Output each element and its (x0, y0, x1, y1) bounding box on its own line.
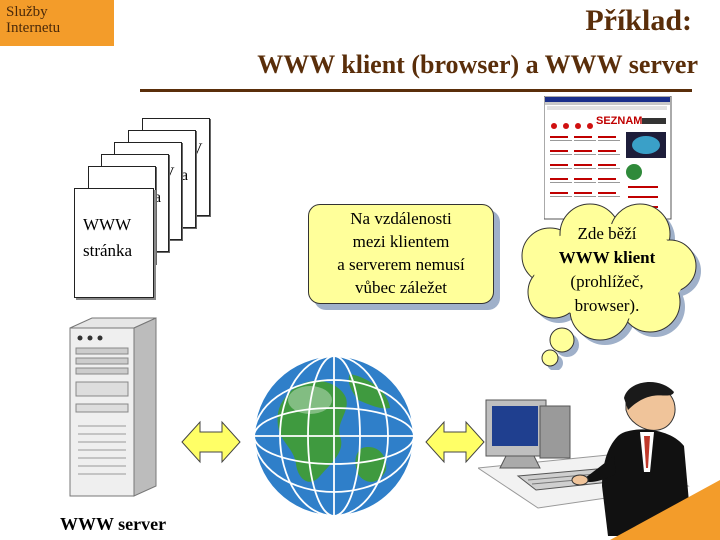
server-label: WWW server (60, 514, 166, 535)
globe-icon (250, 352, 418, 520)
thought-line: Zde běží (530, 222, 684, 246)
thought-line: (prohlížeč, (530, 270, 684, 294)
slide-title: Příklad: (585, 4, 692, 38)
page-word-stranka: stránka (83, 241, 132, 261)
seznam-logo: SEZNAM (596, 115, 642, 127)
title-divider (140, 89, 692, 92)
thought-line-bold: WWW klient (530, 246, 684, 270)
callout-line: mezi klientem (309, 230, 493, 253)
section-tag-line2: Internetu (6, 20, 114, 36)
section-tag: Služby Internetu (0, 0, 114, 46)
corner-accent (600, 480, 720, 540)
callout-line: Na vzdálenosti (309, 207, 493, 230)
thought-text: Zde běží WWW klient (prohlížeč, browser)… (530, 222, 684, 318)
thought-line: browser). (530, 294, 684, 318)
double-arrow-icon (180, 418, 242, 466)
callout-line: a serverem nemusí (309, 253, 493, 276)
distance-callout: Na vzdálenosti mezi klientem a serverem … (308, 204, 494, 304)
slide-subtitle: WWW klient (browser) a WWW server (148, 50, 698, 80)
server-tower-icon (66, 316, 162, 502)
front-page-sheet: WWW stránka (74, 188, 154, 298)
double-arrow-icon (424, 418, 486, 466)
callout-line: vůbec záležet (309, 276, 493, 299)
page-word-www: WWW (83, 215, 131, 235)
section-tag-line1: Služby (6, 4, 114, 20)
